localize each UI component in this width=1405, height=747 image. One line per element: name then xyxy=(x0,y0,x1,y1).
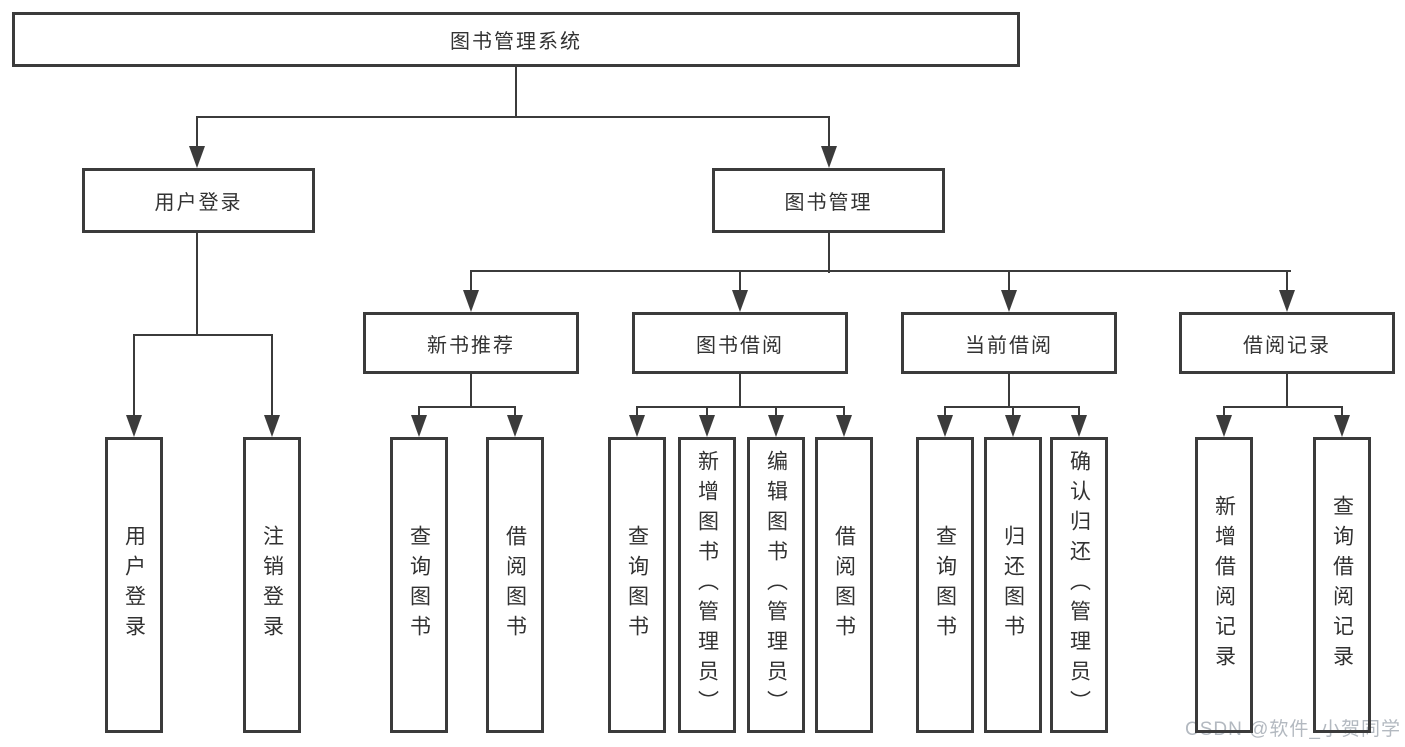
connector-line xyxy=(1008,270,1010,292)
connector-line xyxy=(419,406,516,408)
connector-line xyxy=(828,233,830,273)
leaf-edit-books-admin: 编辑图书（管理员） xyxy=(747,437,805,733)
connector-line xyxy=(133,334,135,418)
leaf-borrow-books-2: 借阅图书 xyxy=(815,437,873,733)
node-label: 注销登录 xyxy=(260,525,284,645)
arrow-down-icon xyxy=(699,415,715,437)
arrow-down-icon xyxy=(1005,415,1021,437)
connector-line xyxy=(514,406,516,418)
connector-line xyxy=(828,116,830,150)
leaf-query-books-2: 查询图书 xyxy=(608,437,666,733)
leaf-query-books-3: 查询图书 xyxy=(916,437,974,733)
node-user-login: 用户登录 xyxy=(82,168,315,233)
arrow-down-icon xyxy=(732,290,748,312)
connector-line xyxy=(775,406,777,418)
connector-line xyxy=(197,116,830,118)
node-label: 图书借阅 xyxy=(696,334,784,357)
node-label: 借阅图书 xyxy=(832,525,856,645)
node-label: 查询图书 xyxy=(933,525,957,645)
node-label: 用户登录 xyxy=(154,192,243,214)
node-root-library-system: 图书管理系统 xyxy=(12,12,1020,67)
connector-line xyxy=(1012,406,1014,418)
leaf-confirm-return-admin: 确认归还（管理员） xyxy=(1050,437,1108,733)
arrow-down-icon xyxy=(1001,290,1017,312)
arrow-down-icon xyxy=(463,290,479,312)
node-label: 借阅记录 xyxy=(1243,334,1331,357)
connector-line xyxy=(1223,406,1225,418)
arrow-down-icon xyxy=(189,146,205,168)
connector-line xyxy=(1008,374,1010,408)
node-book-borrowing: 图书借阅 xyxy=(632,312,848,374)
connector-line xyxy=(134,334,273,336)
leaf-borrow-books-1: 借阅图书 xyxy=(486,437,544,733)
connector-line xyxy=(944,406,946,418)
arrow-down-icon xyxy=(821,146,837,168)
node-label: 归还图书 xyxy=(1001,525,1025,645)
node-book-management: 图书管理 xyxy=(712,168,945,233)
connector-line xyxy=(637,406,845,408)
connector-line xyxy=(636,406,638,418)
leaf-add-borrow-record: 新增借阅记录 xyxy=(1195,437,1253,733)
leaf-return-books: 归还图书 xyxy=(984,437,1042,733)
connector-line xyxy=(1341,406,1343,418)
arrow-down-icon xyxy=(629,415,645,437)
arrow-down-icon xyxy=(1216,415,1232,437)
leaf-query-books-1: 查询图书 xyxy=(390,437,448,733)
node-label: 查询图书 xyxy=(407,525,431,645)
node-current-borrowing: 当前借阅 xyxy=(901,312,1117,374)
leaf-user-login: 用户登录 xyxy=(105,437,163,733)
csdn-watermark: CSDN @软件_小贺同学 xyxy=(1185,719,1401,740)
node-new-book-recommend: 新书推荐 xyxy=(363,312,579,374)
node-label: 图书管理系统 xyxy=(450,31,582,53)
node-borrowing-records: 借阅记录 xyxy=(1179,312,1395,374)
connector-line xyxy=(418,406,420,418)
arrow-down-icon xyxy=(411,415,427,437)
node-label: 查询借阅记录 xyxy=(1330,495,1354,675)
connector-line xyxy=(706,406,708,418)
arrow-down-icon xyxy=(1279,290,1295,312)
node-label: 查询图书 xyxy=(625,525,649,645)
arrow-down-icon xyxy=(768,415,784,437)
node-label: 新增借阅记录 xyxy=(1212,495,1236,675)
node-label: 图书管理 xyxy=(784,192,873,214)
leaf-query-borrow-record: 查询借阅记录 xyxy=(1313,437,1371,733)
arrow-down-icon xyxy=(1334,415,1350,437)
node-label: 确认归还（管理员） xyxy=(1067,450,1091,720)
connector-line xyxy=(1224,406,1343,408)
connector-line xyxy=(843,406,845,418)
arrow-down-icon xyxy=(836,415,852,437)
connector-line xyxy=(1286,270,1288,292)
arrow-down-icon xyxy=(126,415,142,437)
arrow-down-icon xyxy=(264,415,280,437)
connector-line xyxy=(196,233,198,336)
connector-line xyxy=(471,270,1291,272)
connector-line xyxy=(739,270,741,292)
connector-line xyxy=(470,374,472,408)
leaf-logout: 注销登录 xyxy=(243,437,301,733)
connector-line xyxy=(1286,374,1288,408)
connector-line xyxy=(515,67,517,117)
connector-line xyxy=(470,270,472,292)
connector-line xyxy=(1078,406,1080,418)
connector-line xyxy=(196,116,198,150)
connector-line xyxy=(739,374,741,408)
leaf-add-books-admin: 新增图书（管理员） xyxy=(678,437,736,733)
node-label: 借阅图书 xyxy=(503,525,527,645)
arrow-down-icon xyxy=(507,415,523,437)
node-label: 编辑图书（管理员） xyxy=(764,450,788,720)
arrow-down-icon xyxy=(1071,415,1087,437)
arrow-down-icon xyxy=(937,415,953,437)
node-label: 用户登录 xyxy=(122,525,146,645)
node-label: 新增图书（管理员） xyxy=(695,450,719,720)
connector-line xyxy=(271,334,273,418)
node-label: 新书推荐 xyxy=(427,334,515,357)
node-label: 当前借阅 xyxy=(965,334,1053,357)
